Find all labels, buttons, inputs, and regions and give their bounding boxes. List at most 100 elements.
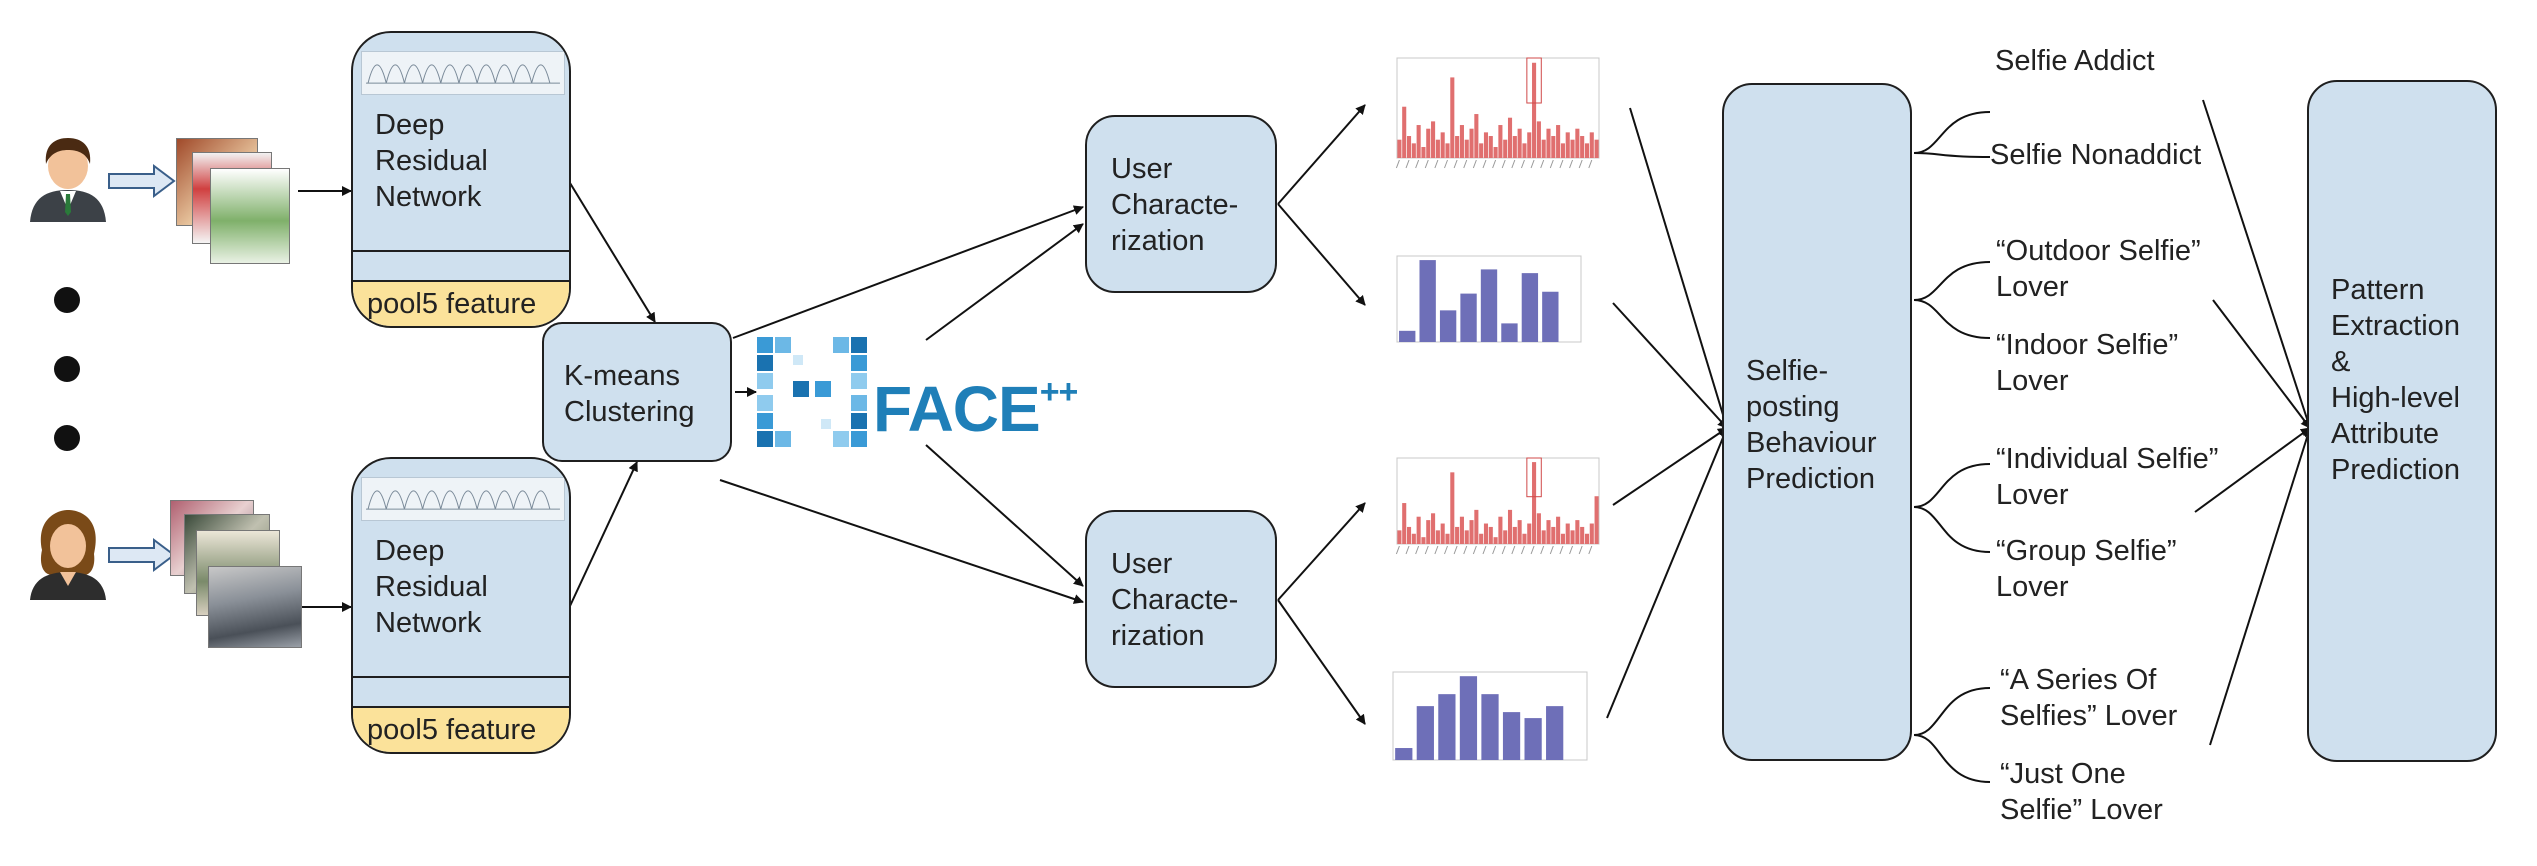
chart-tick [1395, 545, 1400, 555]
arrow-kmeans-to-user-bottom [719, 479, 1084, 604]
chart-bar [1560, 533, 1565, 544]
chart-tick [1549, 545, 1554, 555]
chart-bar [1546, 128, 1551, 158]
chart-bar [1503, 139, 1508, 158]
arrow-addict-to-pattern [2202, 99, 2312, 429]
chart-tick [1501, 159, 1506, 169]
chart-bar [1445, 143, 1450, 158]
chart-bar [1416, 125, 1421, 158]
chart-tick [1444, 545, 1448, 555]
face-logo-sup: ++ [1039, 373, 1079, 411]
arrow-user-top-to-chart1 [1277, 104, 1366, 205]
chart-highlight-box [1526, 57, 1542, 104]
chart-tick [1405, 545, 1410, 555]
hashtag-histogram-chart-bottom [1395, 457, 1600, 555]
chart-tick [1482, 159, 1487, 169]
chart-bar [1402, 503, 1407, 544]
chart-bar [1421, 537, 1426, 544]
chart-bar [1524, 718, 1542, 760]
chart-tick [1492, 545, 1497, 555]
chart-bar [1551, 136, 1556, 158]
chart-bar [1565, 523, 1570, 544]
chart-tick [1424, 545, 1429, 555]
arrow-count-to-pattern [2194, 427, 2311, 513]
chart-tick [1405, 159, 1410, 169]
chart-bar [1536, 121, 1541, 158]
chart-tick [1453, 545, 1458, 555]
brace-addict [1913, 111, 1991, 158]
user-to-photos-arrow-bottom [108, 538, 176, 572]
output-selfie-nonaddict: Selfie Nonaddict [1990, 139, 2202, 171]
chart-bar [1517, 128, 1522, 158]
chart-bar [1464, 530, 1469, 544]
chart-bar [1439, 310, 1457, 342]
chart-bar [1551, 526, 1556, 544]
chart-bar [1450, 77, 1455, 158]
user-to-photos-arrow-top [108, 164, 176, 198]
chart-bar [1570, 139, 1575, 158]
ellipsis-dot [54, 425, 80, 451]
chart-bar [1493, 147, 1498, 158]
chart-bar [1459, 125, 1464, 158]
chart-tick [1444, 159, 1448, 169]
chart-tick [1578, 545, 1583, 555]
chart-tick [1463, 159, 1468, 169]
chart-bar [1440, 132, 1445, 158]
chart-bar [1546, 520, 1551, 544]
chart-tick [1520, 159, 1525, 169]
brace-series-justone [1913, 687, 1991, 783]
chart-bar [1556, 125, 1561, 158]
chart-tick [1569, 545, 1574, 555]
chart-tick [1511, 545, 1516, 555]
chart-frame [1396, 457, 1600, 545]
chart-bar [1503, 530, 1508, 544]
arrow-location-to-pattern [2212, 299, 2311, 429]
chart-bar [1570, 530, 1575, 544]
female-user-icon [30, 510, 106, 600]
chart-bar [1507, 509, 1513, 544]
chart-bar [1594, 139, 1599, 158]
chart-bar [1395, 748, 1413, 760]
chart-bar [1498, 516, 1503, 544]
chart-bar [1416, 516, 1421, 544]
chart-bar [1411, 143, 1416, 158]
chart-bar [1480, 269, 1498, 342]
chart-bar [1556, 516, 1561, 544]
drn-divider: pool5 feature [353, 250, 569, 326]
chart-bar [1479, 143, 1484, 158]
arrow-chart4-to-behaviour [1606, 427, 1729, 719]
output-selfie-addict: Selfie Addict [1995, 45, 2155, 77]
chart-bar [1406, 136, 1412, 158]
arrow-user-bottom-to-chart4 [1277, 599, 1366, 725]
chart-bar [1575, 128, 1580, 158]
chart-tick [1434, 545, 1439, 555]
arrow-face-to-user-top [925, 223, 1084, 341]
face-logo-mark [757, 337, 867, 447]
chart-bar [1541, 530, 1546, 544]
chart-bar [1488, 136, 1493, 158]
chart-frame [1396, 57, 1600, 159]
chart-bar [1419, 260, 1436, 342]
chart-bar [1517, 520, 1522, 544]
chart-tick [1501, 545, 1506, 555]
chart-bar [1493, 537, 1498, 544]
chart-tick [1540, 159, 1545, 169]
network-architecture-icon [361, 477, 565, 521]
chart-bar [1584, 533, 1590, 544]
chart-bar [1435, 139, 1440, 158]
chart-bar [1438, 694, 1456, 760]
chart-bar [1560, 143, 1565, 158]
posting-bar-chart-bottom [1392, 671, 1588, 761]
chart-bar [1546, 706, 1564, 760]
chart-bar [1488, 526, 1493, 544]
chart-bar [1575, 520, 1580, 544]
